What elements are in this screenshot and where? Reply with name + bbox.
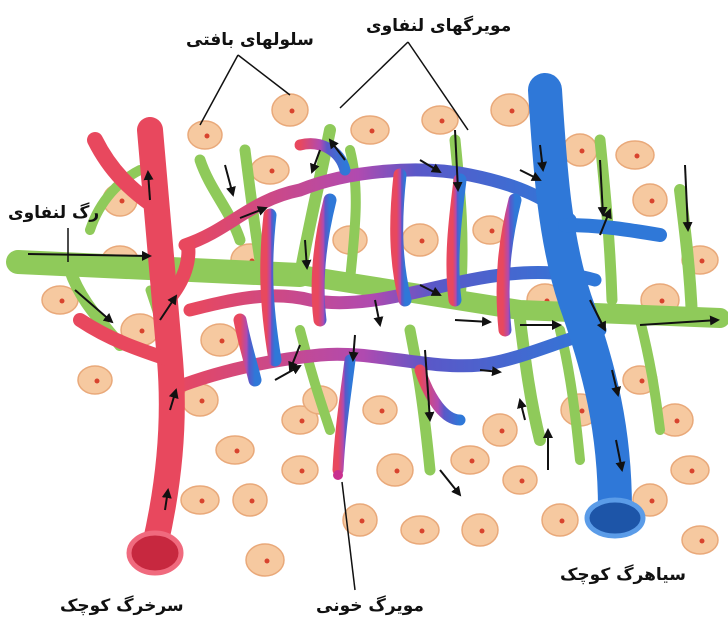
cell-nucleus <box>360 519 365 524</box>
cell-nucleus <box>500 429 505 434</box>
cell-nucleus <box>700 259 705 264</box>
cell-nucleus <box>480 529 485 534</box>
label-small-artery: سرخرگ کوچک <box>60 596 184 616</box>
cell-nucleus <box>220 339 225 344</box>
artery-opening <box>129 533 181 573</box>
cell-nucleus <box>200 499 205 504</box>
label-tissue-cells: سلولهای بافتی <box>186 30 314 50</box>
cell-nucleus <box>205 134 210 139</box>
cell-nucleus <box>580 409 585 414</box>
label-lymph-capillaries: مویرگهای لنفاوی <box>366 16 511 36</box>
cell-nucleus <box>265 559 270 564</box>
cell-nucleus <box>690 469 695 474</box>
cell-nucleus <box>60 299 65 304</box>
cell-nucleus <box>520 479 525 484</box>
cell-nucleus <box>380 409 385 414</box>
cell-nucleus <box>700 539 705 544</box>
cell-nucleus <box>200 399 205 404</box>
cell-nucleus <box>510 109 515 114</box>
cell-nucleus <box>650 199 655 204</box>
label-small-vein: سیاهرگ کوچک <box>560 565 686 585</box>
cell-nucleus <box>420 529 425 534</box>
cell-nucleus <box>490 229 495 234</box>
cell-nucleus <box>635 154 640 159</box>
cell-nucleus <box>250 499 255 504</box>
cell-nucleus <box>560 519 565 524</box>
cell-nucleus <box>290 109 295 114</box>
cell-nucleus <box>370 129 375 134</box>
cell-nucleus <box>120 199 125 204</box>
capillary-end <box>333 470 343 480</box>
cell-nucleus <box>300 469 305 474</box>
cell-nucleus <box>395 469 400 474</box>
cell-nucleus <box>420 239 425 244</box>
cell-nucleus <box>95 379 100 384</box>
cell-nucleus <box>470 459 475 464</box>
cell-nucleus <box>440 119 445 124</box>
cell-nucleus <box>270 169 275 174</box>
cell-nucleus <box>640 379 645 384</box>
cell-nucleus <box>580 149 585 154</box>
cell-nucleus <box>300 419 305 424</box>
vein-opening <box>587 500 643 536</box>
cell-nucleus <box>650 499 655 504</box>
label-lymph-vessel: رگ لنفاوی <box>8 203 99 223</box>
label-blood-capillary: مویرگ خونی <box>316 596 424 616</box>
cell-nucleus <box>660 299 665 304</box>
cell-nucleus <box>140 329 145 334</box>
cell-nucleus <box>235 449 240 454</box>
cell-nucleus <box>675 419 680 424</box>
